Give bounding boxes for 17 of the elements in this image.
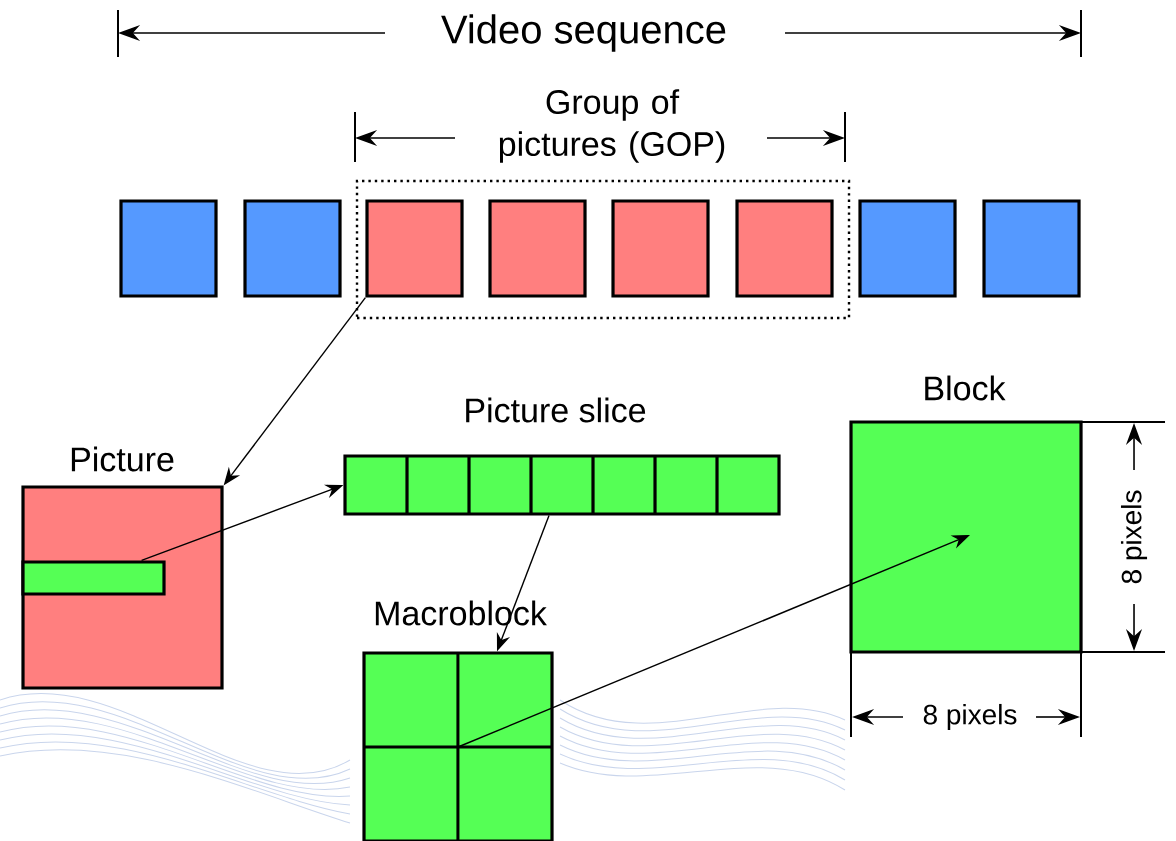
- frame-box: [858, 199, 957, 298]
- box-heading: Picture slice: [466, 397, 646, 423]
- dimension-label: 8 pixels: [1120, 490, 1148, 584]
- slice-strip: [21, 560, 166, 596]
- frame-box: [611, 199, 710, 298]
- box-heading: Block: [925, 375, 1006, 401]
- group-outline: [355, 179, 851, 320]
- frame-box: [488, 199, 587, 298]
- dimension-label: Video sequence: [441, 14, 726, 52]
- frame-box: [982, 199, 1081, 298]
- frame-box: [243, 199, 342, 298]
- dimension-label: Group of pictures (GOP): [499, 89, 725, 163]
- frame-box: [735, 199, 834, 298]
- box-heading: Picture: [71, 446, 174, 472]
- frame-box: [365, 199, 464, 298]
- dimension-label: 8 pixels: [923, 703, 1017, 731]
- frame-box: [119, 199, 218, 298]
